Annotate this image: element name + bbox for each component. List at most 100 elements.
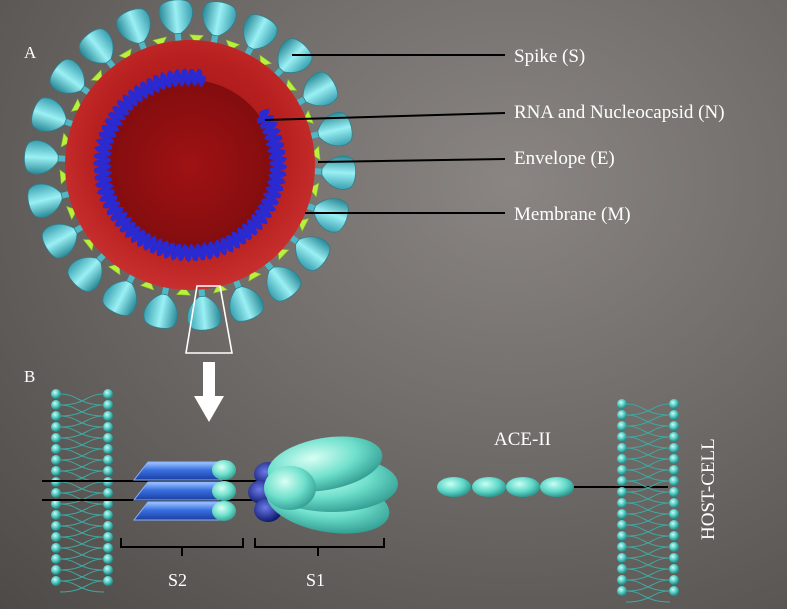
lipid-head xyxy=(51,554,61,564)
lipid-tail xyxy=(625,491,671,504)
lipid-tail xyxy=(625,535,671,548)
lipid-head xyxy=(617,487,627,497)
s1-label: S1 xyxy=(306,570,325,590)
lipid-tail xyxy=(625,579,671,592)
lipid-head xyxy=(103,565,113,575)
lipid-tail xyxy=(625,414,671,427)
lipid-tail xyxy=(59,492,105,505)
lipid-tail xyxy=(625,425,671,438)
lipid-head xyxy=(669,553,679,563)
lipid-head xyxy=(103,521,113,531)
rna-nucleocapsid-label: RNA and Nucleocapsid (N) xyxy=(514,102,725,123)
lipid-head xyxy=(51,576,61,586)
lipid-head xyxy=(669,476,679,486)
spike-protein xyxy=(242,14,278,60)
lipid-head xyxy=(51,455,61,465)
lipid-head xyxy=(669,575,679,585)
lipid-head xyxy=(51,510,61,520)
spike-label: Spike (S) xyxy=(514,46,585,67)
lipid-head xyxy=(51,488,61,498)
lipid-head xyxy=(51,499,61,509)
lipid-head xyxy=(617,586,627,596)
lipid-head xyxy=(617,575,627,585)
lipid-head xyxy=(103,411,113,421)
rna-nucleocapsid-coil xyxy=(93,68,288,263)
lipid-tail xyxy=(59,393,105,406)
lipid-head xyxy=(617,553,627,563)
lipid-head xyxy=(103,389,113,399)
s2-label: S2 xyxy=(168,570,187,590)
lipid-head xyxy=(669,465,679,475)
virion xyxy=(24,0,356,331)
lipid-head xyxy=(669,432,679,442)
lipid-head xyxy=(103,433,113,443)
virion-core xyxy=(105,80,275,250)
lipid-head xyxy=(669,498,679,508)
down-arrow-icon xyxy=(194,362,224,422)
host-cell-label: HOST-CELL xyxy=(698,438,719,540)
lipid-head xyxy=(617,542,627,552)
lipid-head xyxy=(617,531,627,541)
lipid-head xyxy=(617,509,627,519)
s2-bracket xyxy=(120,538,244,556)
lipid-head xyxy=(669,421,679,431)
lipid-head xyxy=(51,532,61,542)
lipid-head xyxy=(669,542,679,552)
lipid-tail xyxy=(625,513,671,526)
lipid-head xyxy=(51,543,61,553)
lipid-head xyxy=(103,444,113,454)
lipid-head xyxy=(669,520,679,530)
lipid-head xyxy=(51,565,61,575)
spike-protein xyxy=(187,284,222,331)
lipid-head xyxy=(51,411,61,421)
membrane-label: Membrane (M) xyxy=(514,204,631,225)
lipid-head xyxy=(669,531,679,541)
lipid-tail xyxy=(625,557,671,570)
lipid-head xyxy=(669,454,679,464)
lipid-tail xyxy=(59,448,105,461)
lipid-head xyxy=(103,400,113,410)
lipid-tail xyxy=(59,569,105,582)
lipid-head xyxy=(617,432,627,442)
lipid-head xyxy=(51,433,61,443)
lipid-head xyxy=(51,389,61,399)
lipid-head xyxy=(103,499,113,509)
panel-label-b: B xyxy=(24,367,35,386)
lipid-head xyxy=(103,488,113,498)
lipid-tail xyxy=(625,568,671,581)
panel-label-a: A xyxy=(24,43,37,62)
lipid-tail xyxy=(625,458,671,471)
lipid-head xyxy=(669,399,679,409)
lipid-head xyxy=(617,520,627,530)
lipid-head xyxy=(51,521,61,531)
lipid-head xyxy=(51,444,61,454)
lipid-head xyxy=(103,554,113,564)
spike-protein xyxy=(305,112,353,147)
lipid-tail xyxy=(625,502,671,515)
lipid-head xyxy=(103,455,113,465)
lipid-head xyxy=(669,586,679,596)
lipid-tail xyxy=(59,481,105,494)
lipid-tail xyxy=(59,437,105,450)
lipid-head xyxy=(51,400,61,410)
lipid-tail xyxy=(625,546,671,559)
zoom-outline xyxy=(185,285,233,354)
lipid-head xyxy=(617,465,627,475)
lipid-head xyxy=(617,564,627,574)
spike-protein xyxy=(229,275,264,322)
s2-domain xyxy=(132,460,236,521)
lipid-tail xyxy=(625,469,671,482)
lipid-head xyxy=(617,454,627,464)
lipid-head xyxy=(669,564,679,574)
lipid-head xyxy=(669,509,679,519)
lipid-tail xyxy=(59,558,105,571)
envelope-label: Envelope (E) xyxy=(514,148,615,169)
lipid-head xyxy=(617,476,627,486)
lipid-head xyxy=(617,410,627,420)
lipid-tail xyxy=(59,426,105,439)
lipid-head xyxy=(103,510,113,520)
lipid-tail xyxy=(625,480,671,493)
lipid-tail xyxy=(59,459,105,472)
lipid-tail xyxy=(59,547,105,560)
lipid-head xyxy=(103,466,113,476)
